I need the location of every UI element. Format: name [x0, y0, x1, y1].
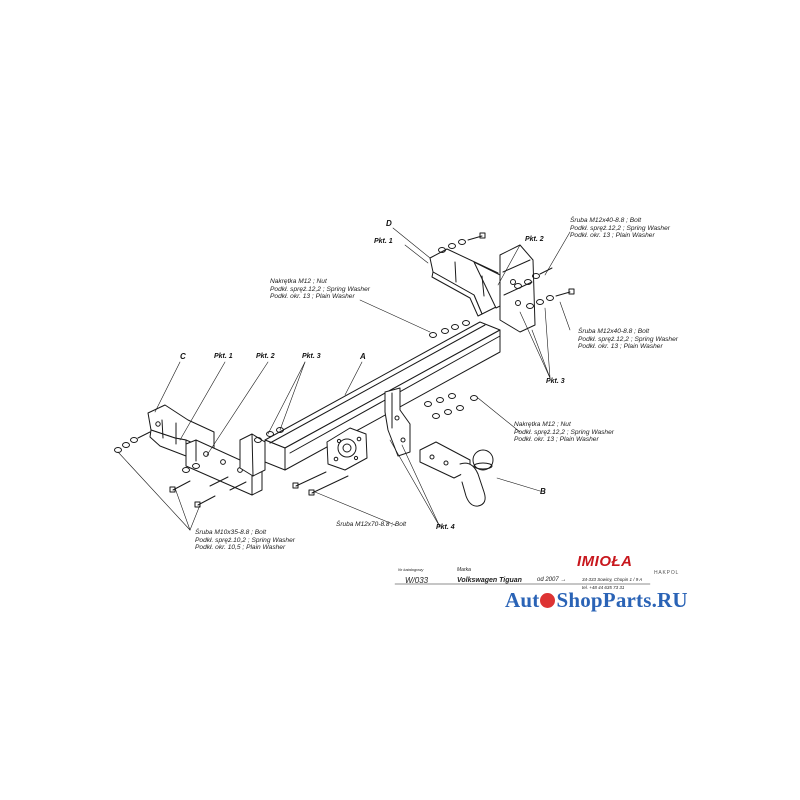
brand-subtitle: HAKPOL: [654, 570, 680, 576]
vehicle-year: od 2007 →: [537, 577, 567, 583]
tag-pkt4: Pkt. 4: [436, 524, 455, 531]
tag-pkt2-left: Pkt. 2: [256, 353, 275, 360]
letter-d: D: [386, 219, 392, 228]
title-col2-header: Marka: [457, 567, 471, 573]
brand-logo: IMIOŁA: [577, 553, 633, 570]
ball-bracket-holder: [384, 387, 411, 457]
crossbar-a: [264, 321, 501, 471]
left-post: [239, 433, 266, 477]
note-bolt-m12x70: Śruba M12x70-8.8 ; Bolt: [336, 521, 407, 528]
tag-pkt1-left: Pkt. 1: [214, 353, 233, 360]
letter-b: B: [540, 487, 546, 496]
letter-a: A: [360, 352, 366, 361]
vehicle-model: Volkswagen Tiguan: [457, 577, 522, 584]
note-bolt-top: Śruba M12x40-8.8 ; Bolt Podkł. spręż.12,…: [570, 217, 670, 240]
ball-icon: [540, 593, 556, 608]
letter-c: C: [180, 352, 186, 361]
tag-pkt3-left: Pkt. 3: [302, 353, 321, 360]
tag-pkt3-right: Pkt. 3: [546, 378, 565, 385]
fasteners-crossbar: [424, 320, 478, 419]
note-nut-upper: Nakrętka M12 ; Nut Podkł. spręż.12,2 ; S…: [270, 278, 370, 301]
note-bolt-right: Śruba M12x40-8.8 ; Bolt Podkł. spręż.12,…: [578, 328, 678, 351]
note-bolt-lower-left: Śruba M10x35-8.8 ; Bolt Podkł. spręż.10,…: [195, 529, 295, 552]
fasteners-left: [114, 427, 349, 508]
watermark: Aut ShopParts.RU: [505, 588, 688, 613]
note-nut-right: Nakrętka M12 ; Nut Podkł. spręż.12,2 ; S…: [514, 421, 614, 444]
address-line2: tel. +48 44 635 73 31: [582, 585, 625, 590]
tag-pkt1-top: Pkt. 1: [374, 238, 393, 245]
address-line1: 34-333 Sowiny, Chopin 1 / 9 A: [582, 577, 643, 582]
catalog-code: W/033: [405, 576, 429, 585]
watermark-post: ShopParts.RU: [556, 588, 688, 612]
title-col1-header: Nr katalogowy: [398, 567, 424, 572]
socket-plate: [326, 427, 368, 471]
left-plate: [185, 439, 263, 496]
watermark-pre: Aut: [505, 588, 540, 612]
leader-lines: [117, 227, 571, 531]
towball-b: [419, 441, 494, 507]
tag-pkt2-top: Pkt. 2: [525, 236, 544, 243]
fasteners-top: [438, 232, 575, 309]
